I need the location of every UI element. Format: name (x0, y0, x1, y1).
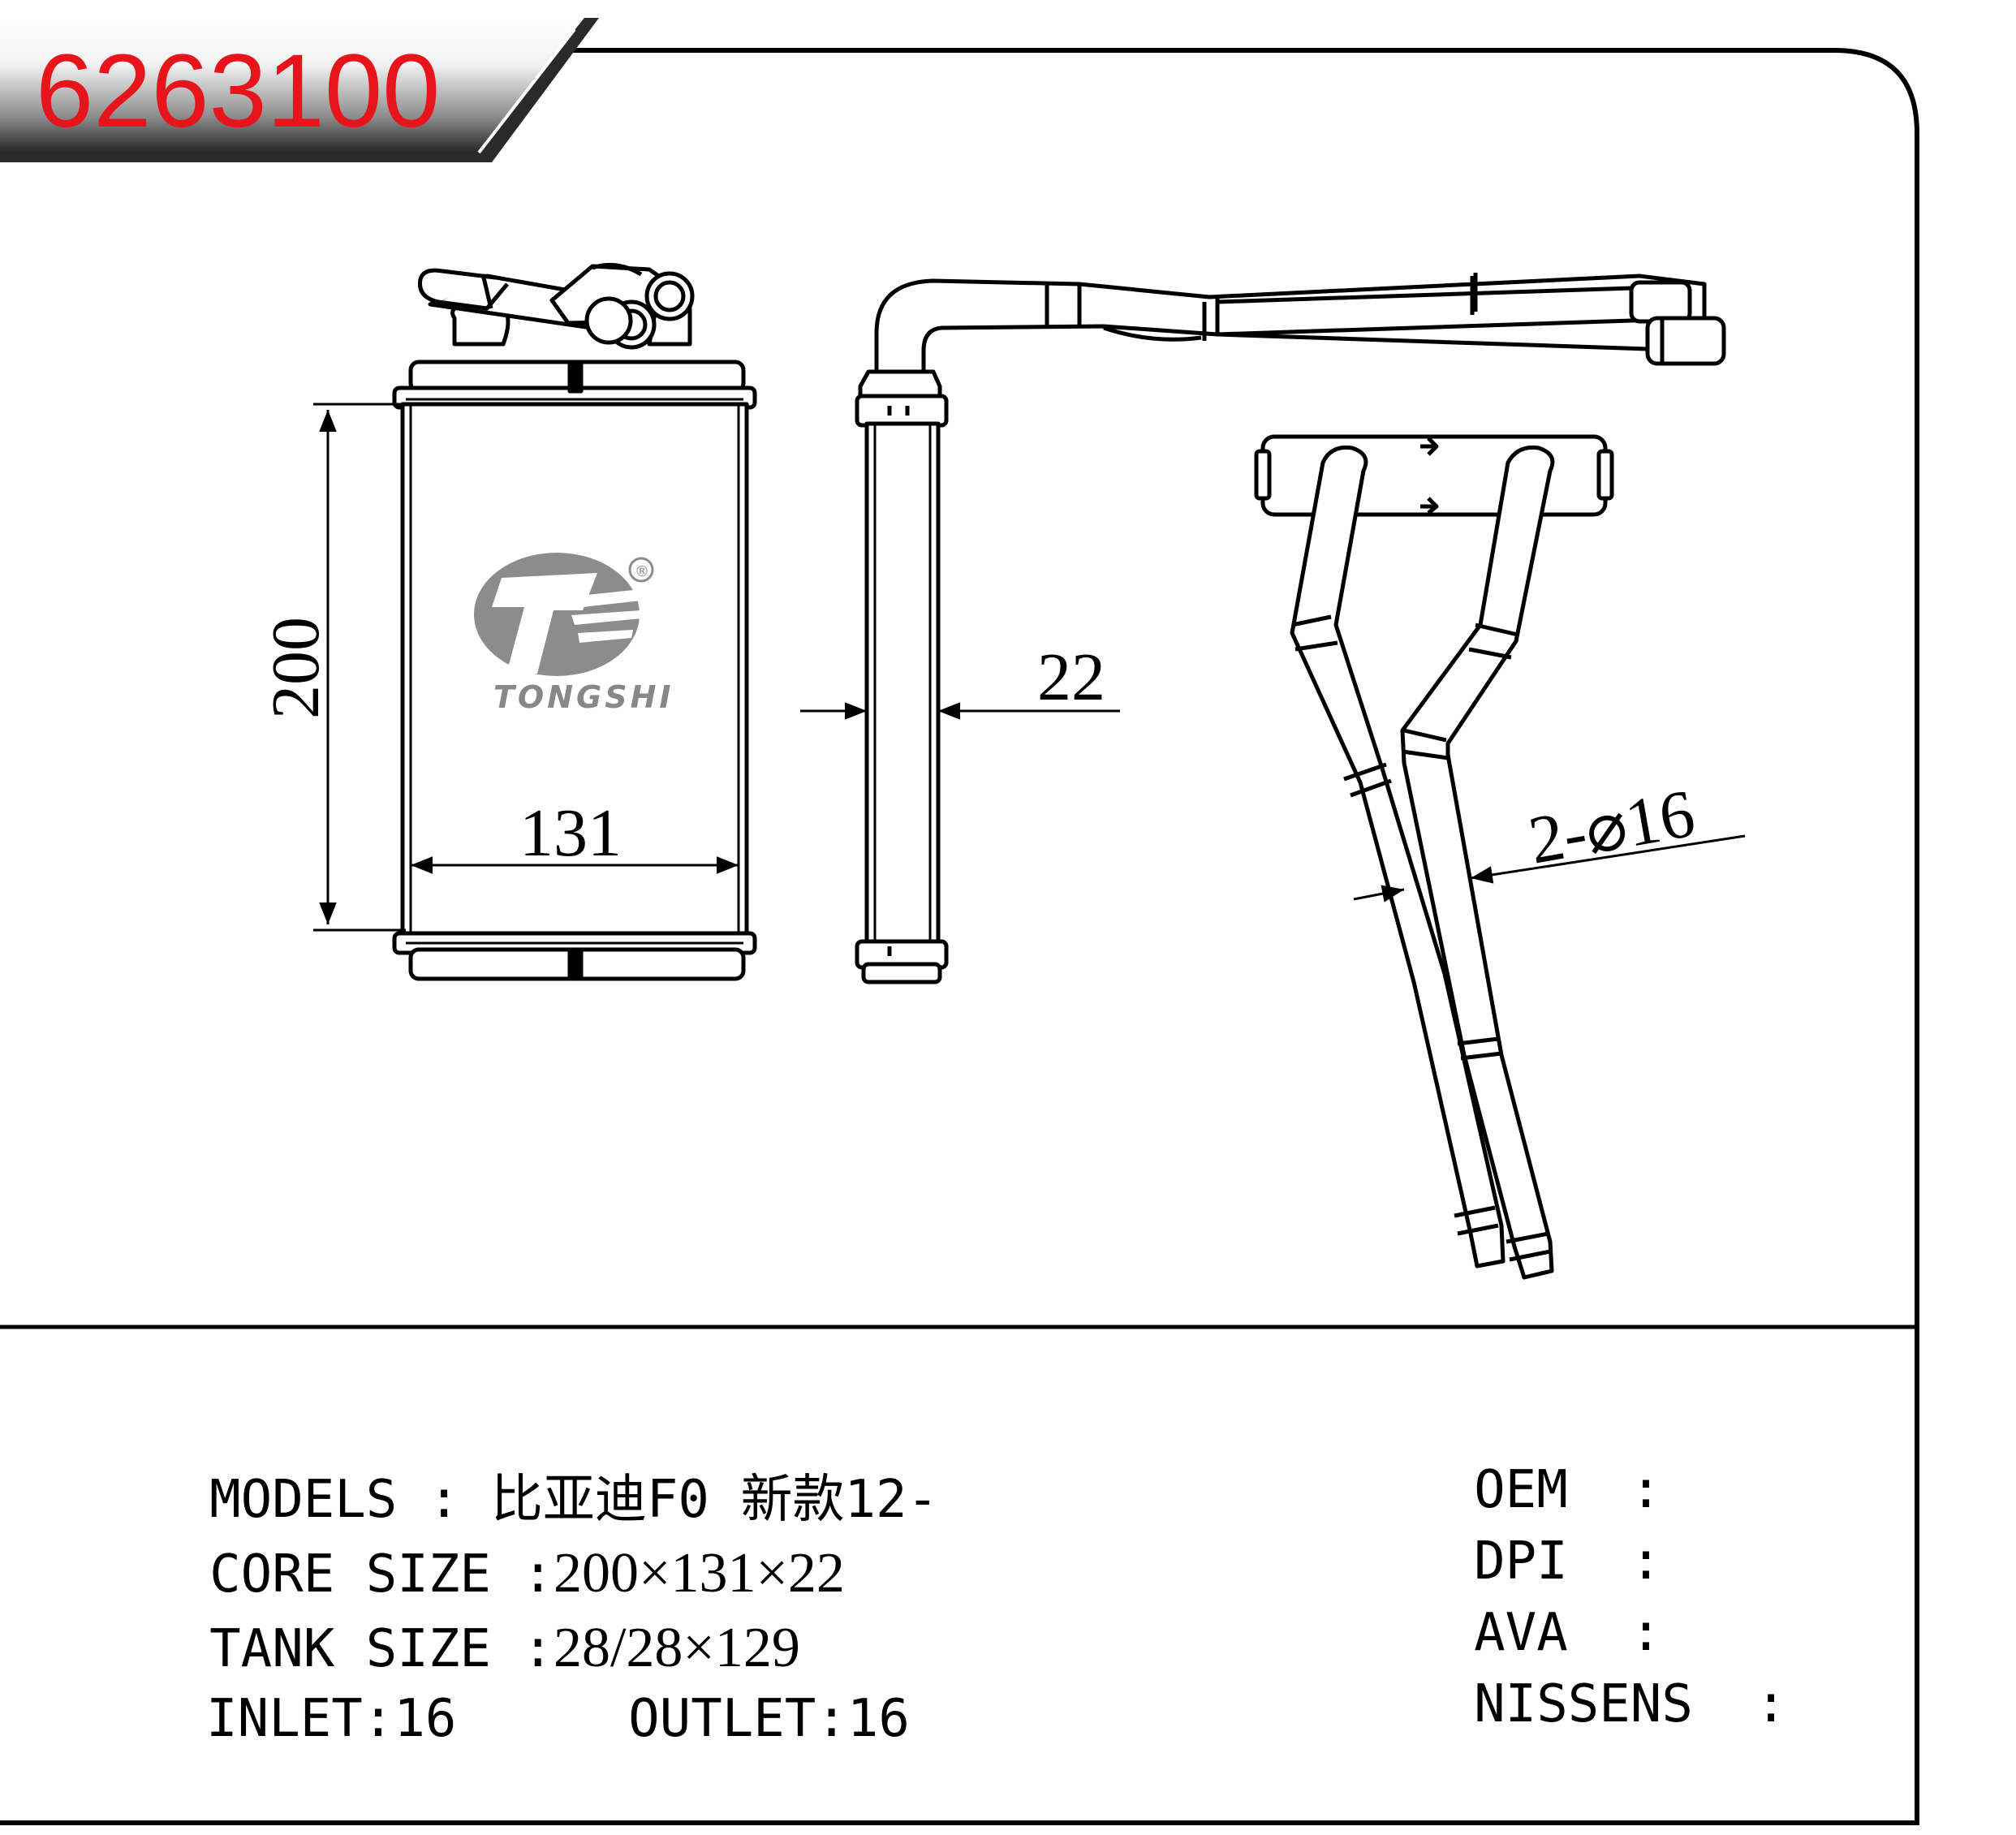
core-size-label: CORE SIZE (209, 1544, 491, 1605)
core-size-sep: : (522, 1544, 554, 1605)
nissens-label: NISSENS (1474, 1674, 1693, 1734)
oem-sep: : (1630, 1460, 1662, 1520)
height-dimension (313, 403, 406, 932)
top-view (1254, 434, 1614, 1280)
tank-size-row: TANK SIZE :28/28×129 (84, 1568, 800, 1729)
models-value: 比亚迪F0 新款12- (490, 1470, 939, 1530)
brand-name: TONGSHI (493, 679, 674, 715)
inlet-row: INLET:16 (81, 1641, 456, 1797)
outlet-value: 16 (846, 1689, 910, 1749)
dpi-label: DPI (1474, 1531, 1568, 1592)
thickness-value: 22 (1037, 640, 1105, 715)
outlet-row: OUTLET:16 (503, 1641, 910, 1797)
tank-size-sep: : (522, 1619, 554, 1679)
sheet-frame (0, 48, 1919, 1825)
nissens-sep: : (1755, 1674, 1787, 1734)
models-sep: : (428, 1470, 460, 1530)
models-row: MODELS : 比亚迪F0 新款12- (84, 1422, 938, 1578)
nissens-row: NISSENS : (1349, 1626, 1786, 1782)
tank-size-label: TANK SIZE (209, 1619, 491, 1679)
registered-mark: ® (635, 563, 649, 580)
height-value: 200 (258, 617, 334, 719)
outlet-label: OUTLET: (628, 1689, 847, 1749)
core-size-row: CORE SIZE :200×131×22 (84, 1493, 845, 1654)
pipe-dimension (1353, 834, 1746, 902)
front-view (392, 262, 757, 981)
oem-row: OEM : (1349, 1412, 1661, 1568)
ava-sep: : (1630, 1603, 1662, 1663)
side-view (855, 273, 1726, 984)
part-number: 6263100 (36, 33, 440, 149)
dpi-sep: : (1630, 1531, 1662, 1592)
core-size-value: 200×131×22 (553, 1542, 845, 1605)
tank-size-value: 28/28×129 (553, 1617, 800, 1679)
pipe-value: 2-⌀16 (1523, 776, 1700, 879)
inlet-value: 16 (394, 1689, 457, 1749)
dpi-row: DPI : (1349, 1484, 1661, 1639)
ava-label: AVA (1474, 1603, 1568, 1663)
oem-label: OEM (1474, 1460, 1568, 1520)
ava-row: AVA : (1349, 1555, 1661, 1711)
width-value: 131 (519, 795, 622, 871)
tongshi-logo: ® TONGSHI (474, 553, 674, 715)
models-label: MODELS (209, 1470, 398, 1530)
inlet-label: INLET: (206, 1689, 394, 1749)
part-number-banner: 6263100 (0, 18, 599, 162)
